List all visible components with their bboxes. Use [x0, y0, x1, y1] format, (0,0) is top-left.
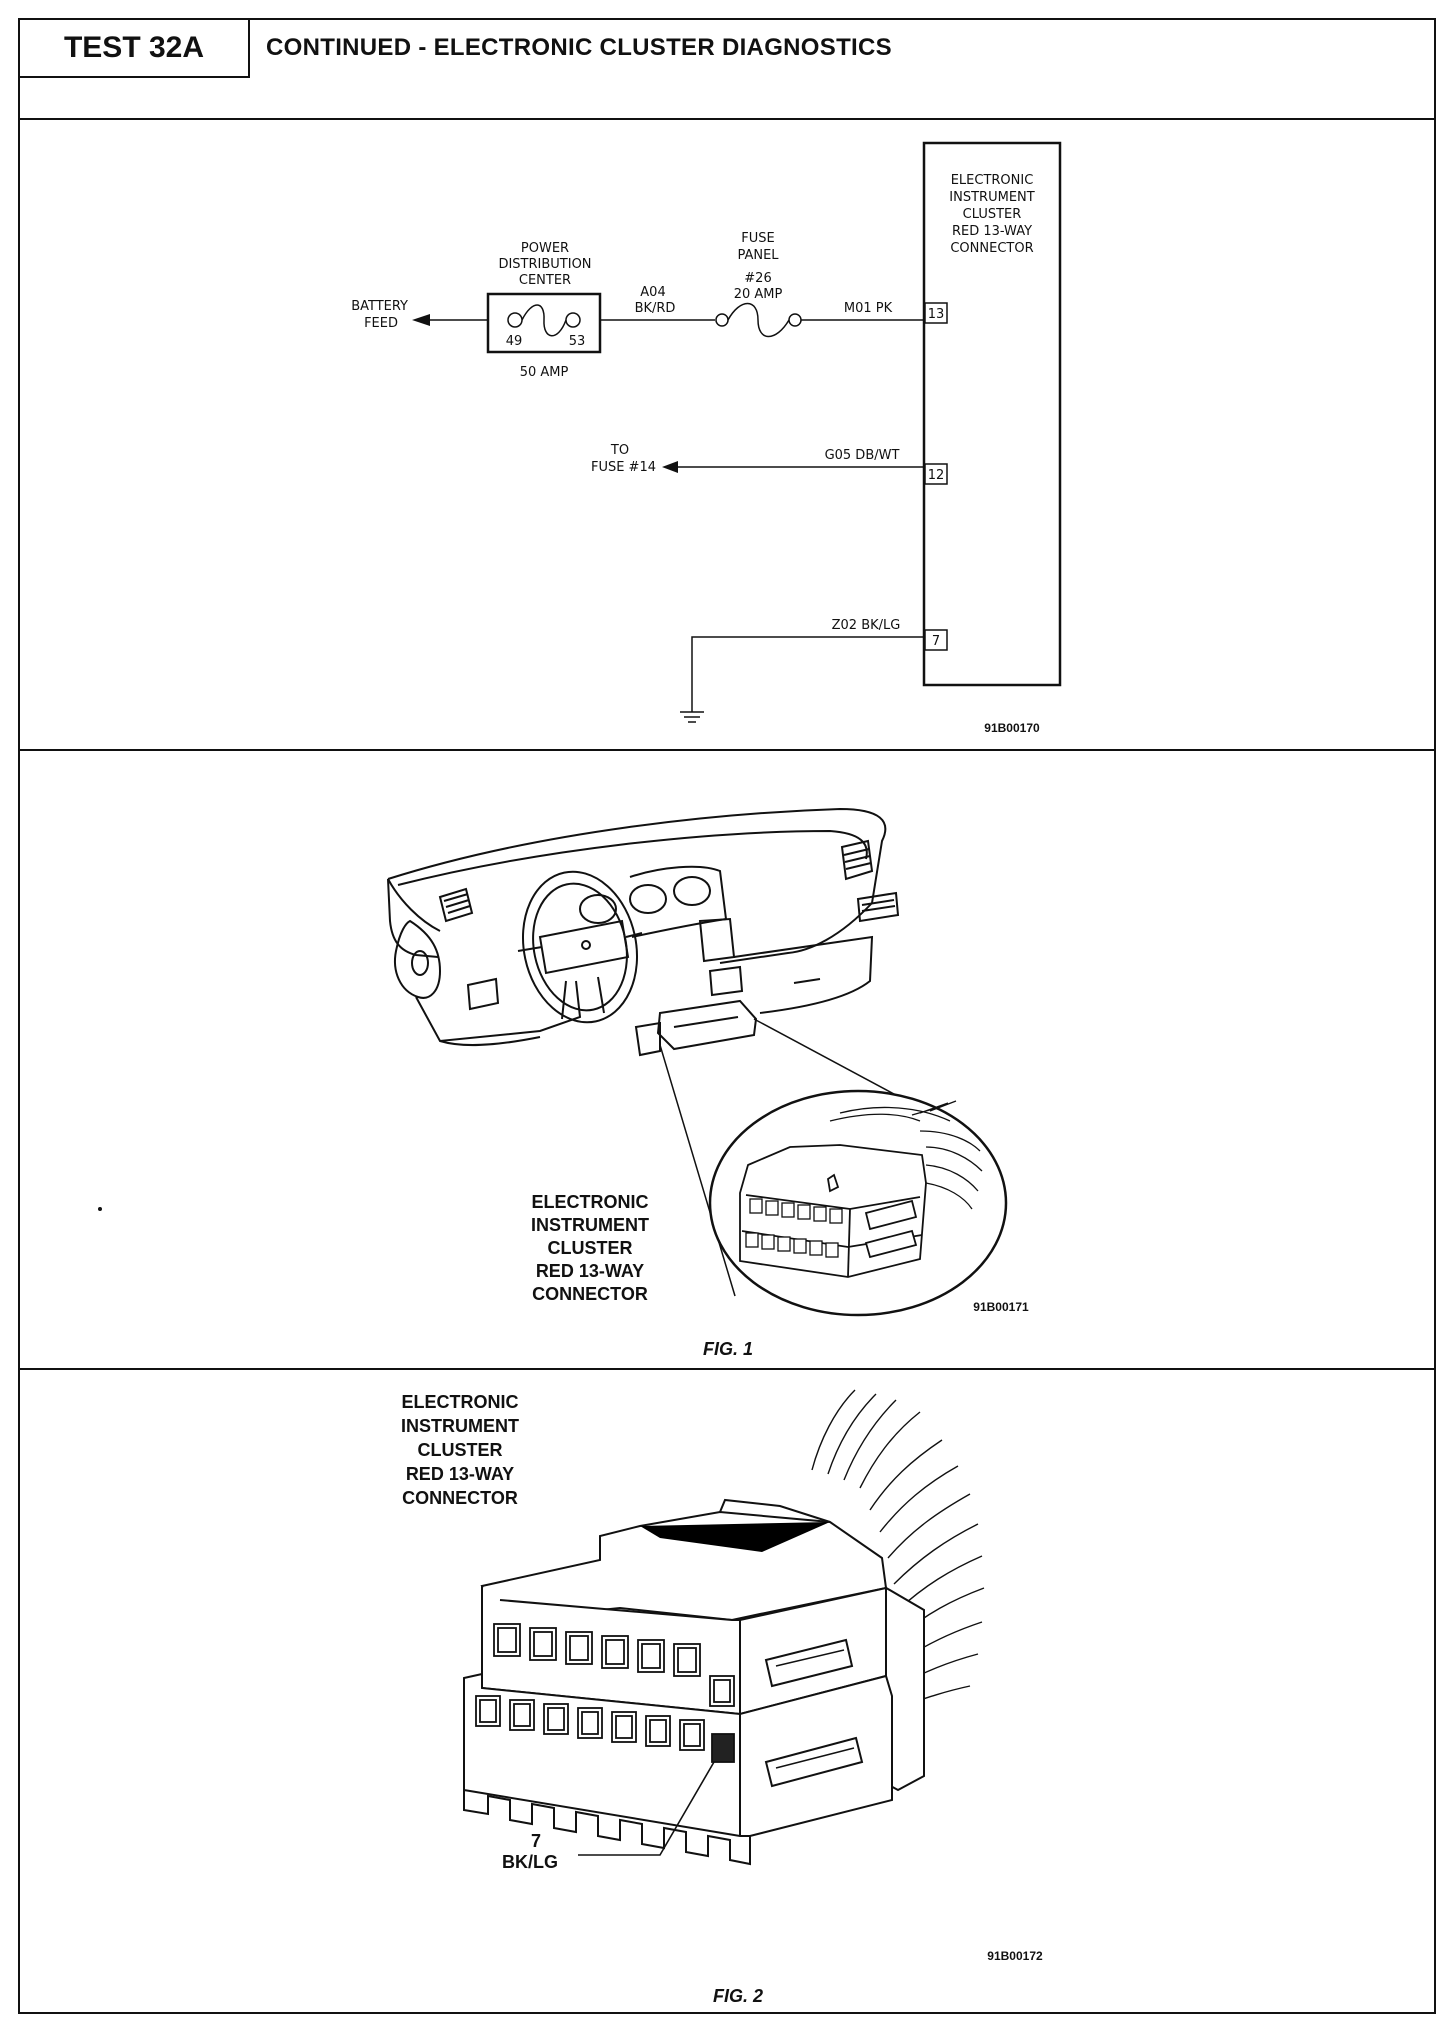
- pin-7-box: [924, 629, 948, 651]
- page-header: TEST 32A CONTINUED - ELECTRONIC CLUSTER …: [20, 20, 1434, 120]
- schematic-code: 91B00170: [984, 721, 1040, 735]
- to-fuse-arrow: [662, 461, 678, 473]
- connector-label-line-2: INSTRUMENT: [949, 190, 1034, 205]
- connector-magnifier: [708, 1089, 1008, 1317]
- fig1-code: 91B00171: [973, 1300, 1029, 1314]
- figure-2-drawing: ELECTRONIC INSTRUMENT CLUSTER RED 13-WAY…: [401, 1389, 1043, 2006]
- connector-label-line-3: CLUSTER: [963, 207, 1022, 222]
- fuse-panel-label-3: #26: [744, 271, 771, 286]
- connector-label-line-4: RED 13-WAY: [952, 224, 1032, 239]
- pin-number-label: 7: [531, 1831, 541, 1851]
- fig2-callout-line-3: CLUSTER: [418, 1440, 503, 1460]
- fig1-callout-line-3: CLUSTER: [548, 1238, 633, 1258]
- pdc-rating: 50 AMP: [520, 365, 569, 380]
- pin-13-box: [924, 302, 948, 324]
- fig2-callout-line-2: INSTRUMENT: [401, 1416, 519, 1436]
- fuse-panel-label-4: 20 AMP: [734, 287, 783, 302]
- figure-1-panel: ELECTRONIC INSTRUMENT CLUSTER RED 13-WAY…: [20, 751, 1434, 1370]
- to-fuse-label-1: TO: [610, 443, 629, 458]
- figure-1-drawing: ELECTRONIC INSTRUMENT CLUSTER RED 13-WAY…: [98, 807, 1029, 1359]
- fig1-caption: FIG. 1: [703, 1339, 753, 1359]
- connector-label-line-1: ELECTRONIC: [951, 173, 1034, 188]
- connector-illustration: [463, 1389, 985, 1866]
- ground-icon: [680, 711, 704, 723]
- fig2-callout-line-1: ELECTRONIC: [402, 1392, 519, 1412]
- pdc-terminal-53: [565, 312, 581, 328]
- figure-2-panel: ELECTRONIC INSTRUMENT CLUSTER RED 13-WAY…: [20, 1370, 1434, 2014]
- wire-g05-label: G05 DB/WT: [825, 448, 900, 463]
- to-fuse-label-2: FUSE #14: [591, 460, 656, 475]
- pdc-label-2: DISTRIBUTION: [498, 257, 591, 272]
- wire-a04-color: BK/RD: [635, 301, 676, 316]
- fig2-callout-line-5: CONNECTOR: [402, 1488, 518, 1508]
- fig2-code: 91B00172: [987, 1949, 1043, 1963]
- wiring-schematic-panel: ELECTRONIC INSTRUMENT CLUSTER RED 13-WAY…: [20, 120, 1434, 751]
- pin-7-number: 7: [932, 634, 940, 649]
- fig1-callout-line-4: RED 13-WAY: [536, 1261, 644, 1281]
- pdc-box: [486, 292, 602, 354]
- fig2-caption: FIG. 2: [713, 1986, 763, 2006]
- cluster-connector-box: [922, 141, 1062, 687]
- pdc-terminal-49-label: 49: [506, 334, 523, 349]
- pin-13-number: 13: [928, 307, 945, 322]
- battery-feed-label-2: FEED: [364, 316, 398, 331]
- page-title: CONTINUED - ELECTRONIC CLUSTER DIAGNOSTI…: [266, 34, 892, 61]
- stray-dot: [98, 1207, 102, 1211]
- wire-a04-code: A04: [640, 285, 665, 300]
- service-manual-page: TEST 32A CONTINUED - ELECTRONIC CLUSTER …: [18, 18, 1436, 2014]
- fuse-panel-label-1: FUSE: [741, 231, 774, 246]
- connector-label-line-5: CONNECTOR: [950, 241, 1033, 256]
- pin-7-leader: [578, 1761, 715, 1856]
- pin-12-box: [924, 463, 948, 485]
- test-number-box: TEST 32A: [20, 20, 250, 78]
- pdc-label-1: POWER: [521, 241, 569, 256]
- fig1-callout-line-2: INSTRUMENT: [531, 1215, 649, 1235]
- fuse-26-element: [727, 302, 790, 338]
- fig1-callout-line-5: CONNECTOR: [532, 1284, 648, 1304]
- wire-z02: [691, 636, 925, 712]
- battery-feed-arrow: [412, 314, 430, 326]
- wire-z02-label: Z02 BK/LG: [832, 618, 901, 633]
- battery-feed-label-1: BATTERY: [351, 299, 408, 314]
- pin-12-number: 12: [928, 468, 945, 483]
- zoom-line-left: [659, 1044, 736, 1297]
- pin-7-cavity: [711, 1733, 735, 1763]
- fuse-panel-label-2: PANEL: [737, 248, 779, 263]
- pdc-fuse-element: [521, 304, 567, 337]
- fig2-callout-line-4: RED 13-WAY: [406, 1464, 514, 1484]
- wire-m01-label: M01 PK: [844, 301, 893, 316]
- pdc-terminal-49: [507, 312, 523, 328]
- fuse-26-terminal-in: [715, 313, 729, 327]
- pin-wire-label: BK/LG: [502, 1852, 558, 1872]
- dashboard-illustration: [387, 807, 900, 1057]
- fuse-26-terminal-out: [788, 313, 802, 327]
- fig1-callout-line-1: ELECTRONIC: [532, 1192, 649, 1212]
- pdc-label-3: CENTER: [519, 273, 571, 288]
- wiring-schematic: ELECTRONIC INSTRUMENT CLUSTER RED 13-WAY…: [351, 141, 1062, 735]
- pdc-terminal-53-label: 53: [569, 334, 586, 349]
